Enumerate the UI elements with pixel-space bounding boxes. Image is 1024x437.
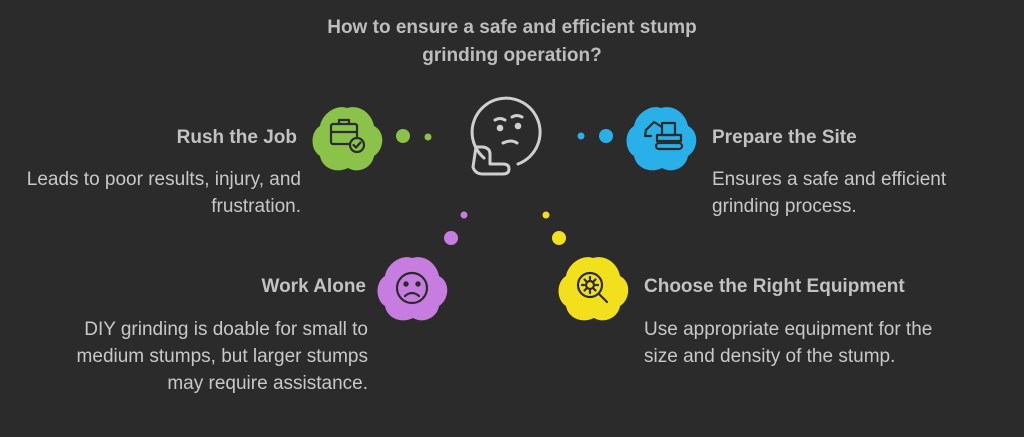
prepare-heading: Prepare the Site	[712, 127, 857, 148]
connector-dots-equipment	[542, 211, 566, 245]
gear-search-icon	[576, 271, 609, 304]
rush-heading: Rush the Job	[176, 127, 297, 148]
excavator-icon	[643, 120, 684, 151]
rush-description: Leads to poor results, injury, and frust…	[26, 169, 301, 217]
equipment-badge	[558, 257, 629, 321]
rush-badge	[312, 107, 383, 171]
connector-dots-rush	[396, 129, 432, 143]
prepare-badge	[626, 107, 697, 171]
connector-dots-alone	[444, 211, 468, 245]
equipment-description: Use appropriate equipment for the size a…	[644, 319, 933, 367]
alone-badge	[377, 257, 448, 321]
sad-face-icon	[395, 271, 429, 305]
briefcase-check-icon	[329, 118, 366, 154]
alone-heading: Work Alone	[261, 276, 366, 297]
connector-dots-prepare	[577, 129, 613, 143]
diagram-title: How to ensure a safe and efficient stump…	[327, 17, 697, 66]
alone-description: DIY grinding is doable for small to medi…	[76, 319, 368, 394]
thinking-face-icon	[470, 96, 542, 176]
prepare-description: Ensures a safe and efficient grinding pr…	[712, 169, 947, 217]
equipment-heading: Choose the Right Equipment	[644, 276, 905, 297]
